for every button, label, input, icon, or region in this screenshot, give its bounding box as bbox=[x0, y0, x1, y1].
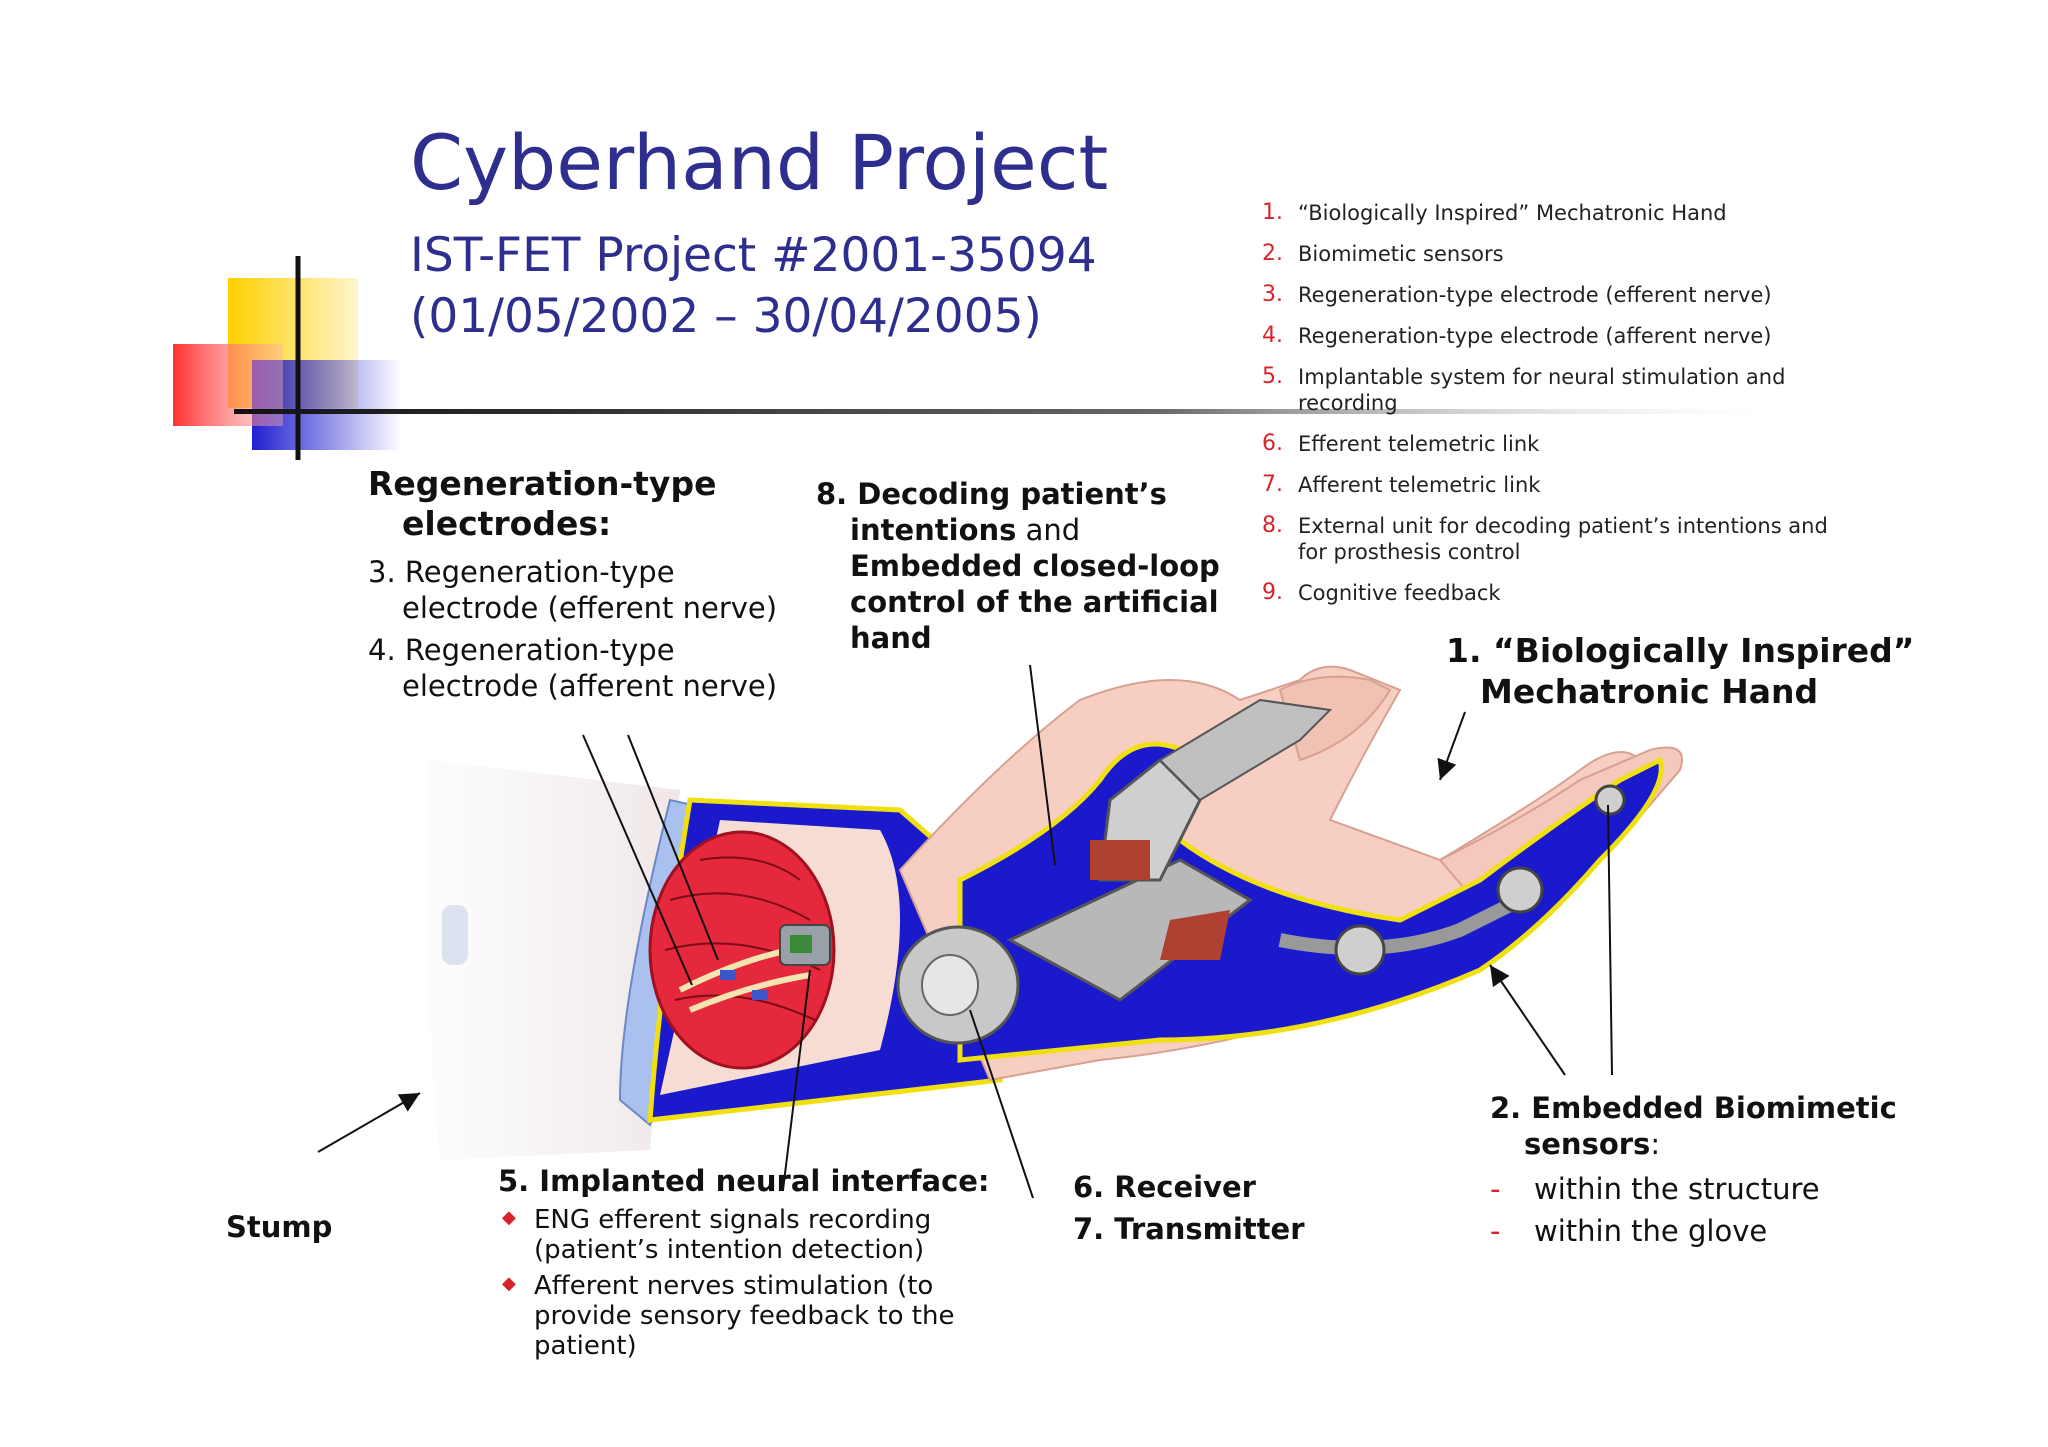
project-number: IST-FET Project #2001-35094 bbox=[410, 228, 1097, 283]
stump-shape bbox=[426, 760, 680, 1160]
mechatronic-hand-label: 1. “Biologically Inspired” Mechatronic H… bbox=[1446, 631, 1915, 711]
regen-electrodes-label: Regeneration-type electrodes: 3. Regener… bbox=[368, 464, 778, 703]
thumb-skin bbox=[1278, 675, 1392, 762]
nerves-electrodes bbox=[678, 924, 831, 1013]
legend-item: 7.Afferent telemetric link bbox=[1262, 472, 1541, 497]
title-decoration bbox=[173, 256, 1764, 460]
implant-bullet: ◆ENG efferent signals recording (patient… bbox=[502, 1205, 932, 1265]
legend-item: 1.“Biologically Inspired” Mechatronic Ha… bbox=[1262, 200, 1727, 225]
sensor-item: -within the structure bbox=[1490, 1172, 1820, 1206]
legend-item: 4.Regeneration-type electrode (afferent … bbox=[1262, 323, 1772, 348]
project-dates: (01/05/2002 – 30/04/2005) bbox=[410, 289, 1042, 344]
biomimetic-sensors-label: 2. Embedded Biomimetic sensors: -within … bbox=[1490, 1090, 1910, 1252]
sensor-item: -within the glove bbox=[1490, 1214, 1768, 1248]
legend-item: 9.Cognitive feedback bbox=[1262, 580, 1501, 605]
transmitter-label: 7. Transmitter bbox=[1073, 1212, 1305, 1246]
pointer-lines bbox=[317, 664, 1613, 1199]
legend-item: 2.Biomimetic sensors bbox=[1262, 241, 1504, 266]
implanted-interface-label: 5. Implanted neural interface: ◆ENG effe… bbox=[498, 1163, 998, 1361]
legend-item: 3.Regeneration-type electrode (efferent … bbox=[1262, 282, 1772, 307]
page-title: Cyberhand Project bbox=[410, 118, 1109, 207]
project-subtitle: IST-FET Project #2001-35094 (01/05/2002 … bbox=[410, 225, 1097, 347]
receiver-label: 6. Receiver bbox=[1073, 1170, 1256, 1204]
legend-item: 6.Efferent telemetric link bbox=[1262, 431, 1540, 456]
mechanical-hand bbox=[896, 698, 1626, 1045]
implant-bullet: ◆Afferent nerves stimulation (to provide… bbox=[502, 1271, 955, 1361]
legend-item: 8.External unit for decoding patient’s i… bbox=[1262, 513, 1828, 564]
component-legend: 1.“Biologically Inspired” Mechatronic Ha… bbox=[1262, 200, 1862, 621]
stump-label: Stump bbox=[226, 1210, 333, 1244]
legend-item: 5.Implantable system for neural stimulat… bbox=[1262, 364, 1786, 415]
decoding-label: 8. Decoding patient’s intentions and Emb… bbox=[816, 477, 1220, 655]
